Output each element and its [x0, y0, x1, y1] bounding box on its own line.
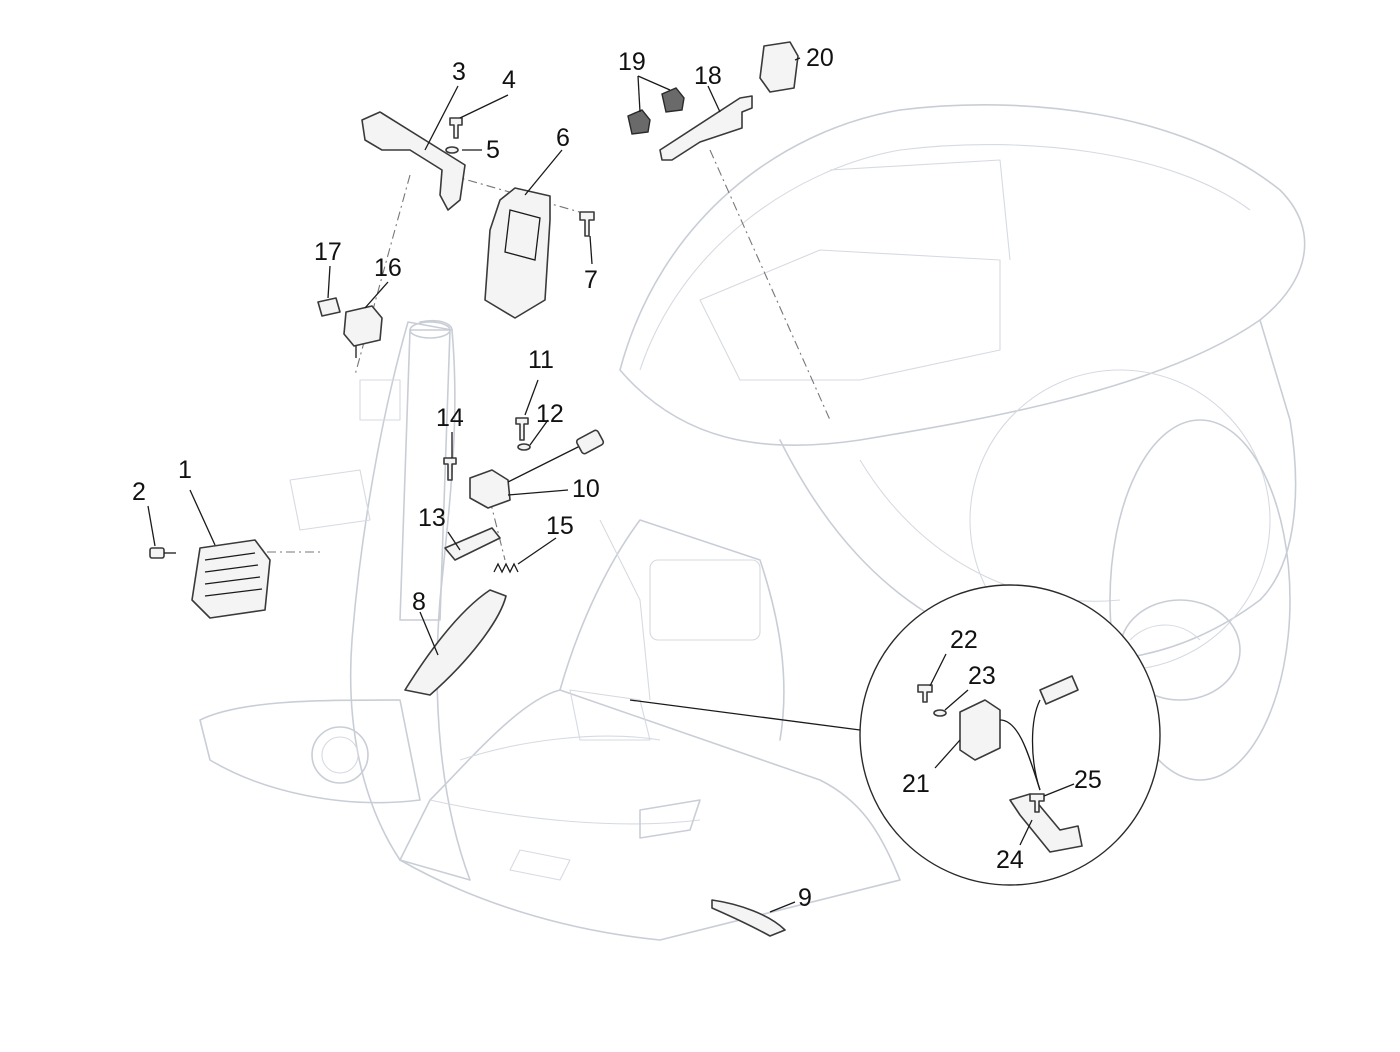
callout-14: 14	[436, 404, 464, 432]
callout-25: 25	[1074, 766, 1102, 794]
part-5-washer	[445, 146, 459, 154]
callout-15: 15	[546, 512, 574, 540]
callout-18: 18	[694, 62, 722, 90]
callout-labels: 1 2 3 4 5 6 7 8 9 10 11 12 13 14 15 16 1…	[132, 44, 1102, 912]
callout-4: 4	[502, 66, 516, 94]
callout-20: 20	[806, 44, 834, 72]
callout-1: 1	[178, 456, 192, 484]
part-13-bracket	[444, 527, 501, 561]
part-22-screw	[917, 684, 933, 703]
part-16-relay	[343, 305, 383, 358]
part-11-screw	[515, 417, 529, 441]
callout-10: 10	[572, 475, 600, 503]
part-19-switch-a	[627, 109, 651, 135]
part-18-bracket	[659, 95, 753, 161]
callout-6: 6	[556, 124, 570, 152]
part-7-screw	[579, 211, 595, 237]
callout-12: 12	[536, 400, 564, 428]
callout-24: 24	[996, 846, 1024, 874]
part-1-voltage-regulator	[191, 539, 271, 619]
callout-3: 3	[452, 58, 466, 86]
leader-lines	[147, 57, 1075, 913]
detail-inset	[629, 584, 1161, 886]
callout-13: 13	[418, 504, 446, 532]
callout-8: 8	[412, 588, 426, 616]
part-2-screw	[149, 547, 176, 559]
part-8-cover	[404, 589, 507, 696]
part-9-cover	[711, 899, 786, 937]
callout-23: 23	[968, 662, 996, 690]
part-6-control-unit	[484, 187, 551, 319]
parts	[149, 41, 1161, 937]
scooter-body-outline	[199, 104, 1306, 941]
part-14-screw	[443, 457, 457, 481]
part-20-relay	[759, 41, 799, 93]
part-15-spring	[493, 562, 519, 574]
part-25-screw	[1029, 793, 1045, 813]
callout-17: 17	[314, 238, 342, 266]
part-21-ignition-coil	[959, 699, 1001, 761]
callout-21: 21	[902, 770, 930, 798]
callout-16: 16	[374, 254, 402, 282]
callout-7: 7	[584, 266, 598, 294]
callout-22: 22	[950, 626, 978, 654]
part-10-sensor	[469, 429, 605, 509]
callout-2: 2	[132, 478, 146, 506]
callout-9: 9	[798, 884, 812, 912]
callout-5: 5	[486, 136, 500, 164]
callout-19: 19	[618, 48, 646, 76]
part-4-screw	[449, 117, 463, 139]
part-17-rubber-mount	[317, 297, 341, 317]
callout-11: 11	[528, 346, 554, 374]
part-19-switch-b	[661, 87, 685, 113]
part-23-washer	[933, 709, 947, 717]
part-12-washer	[517, 443, 531, 451]
part-3-bracket	[361, 111, 466, 211]
